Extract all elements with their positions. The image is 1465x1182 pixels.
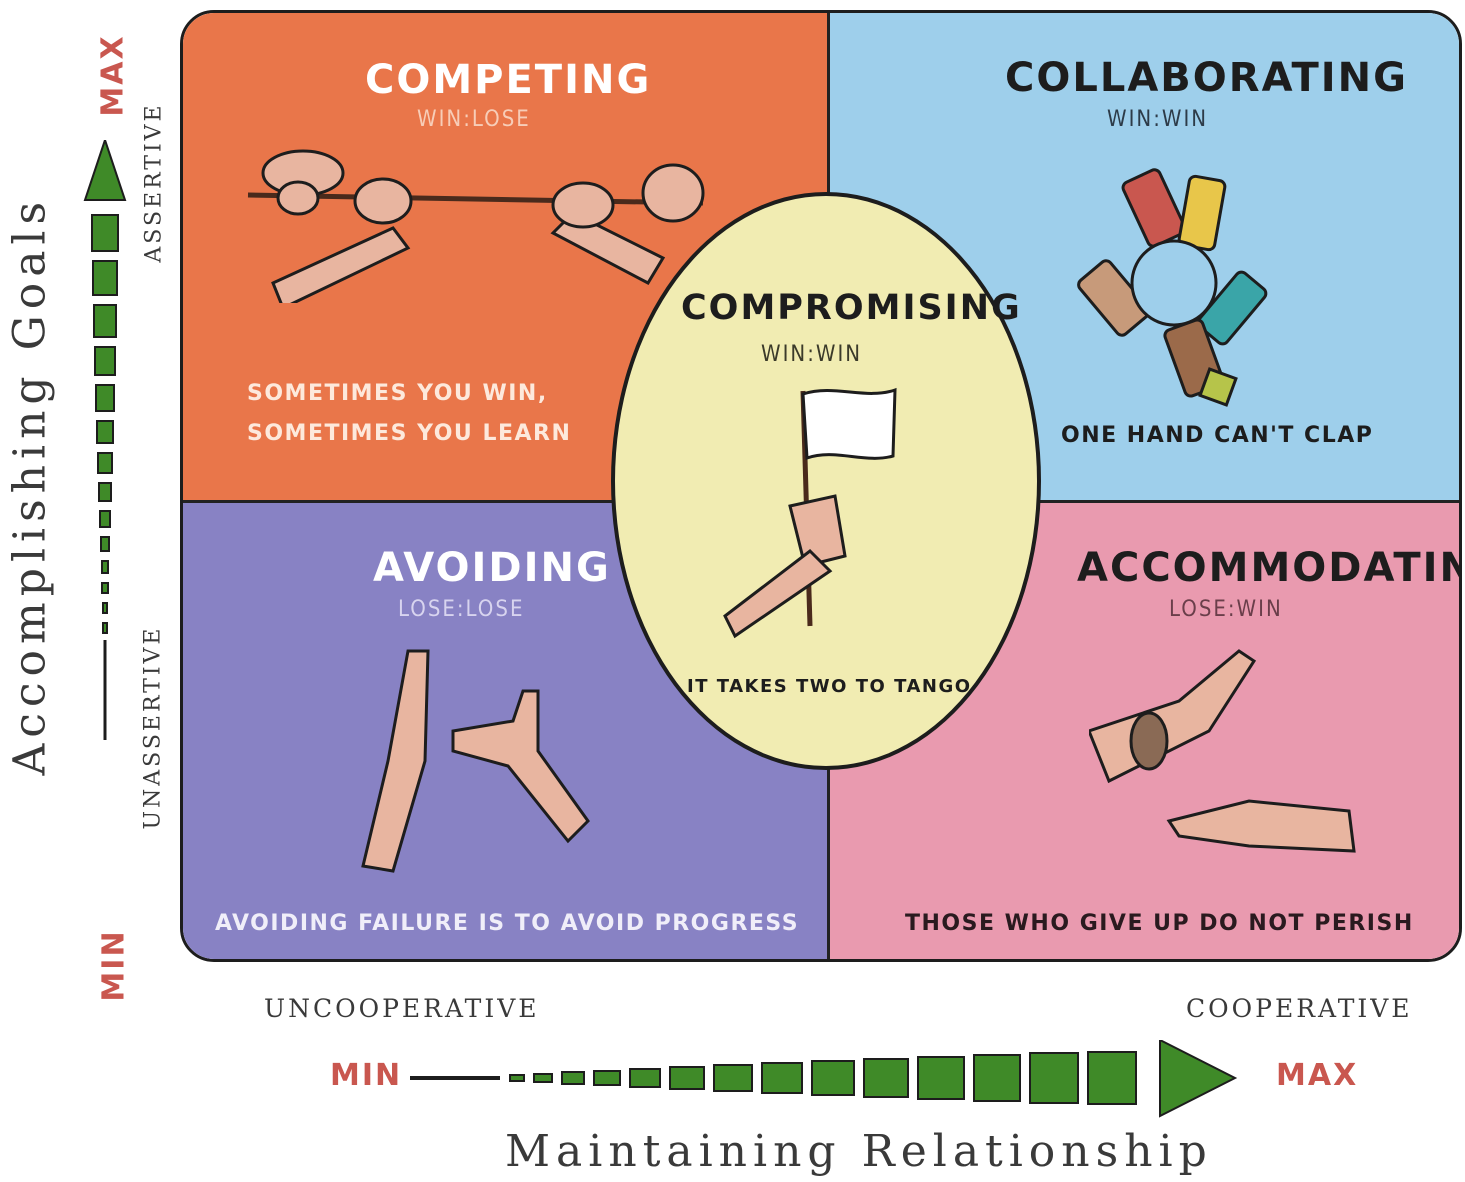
x-axis-high-label: COOPERATIVE <box>1186 994 1413 1023</box>
collaborating-title: COLLABORATING <box>1005 55 1408 101</box>
y-axis-min: MIN <box>96 929 132 1002</box>
circle-of-hands-icon <box>1077 168 1268 407</box>
y-axis-title: Accomplishing Goals <box>4 195 56 776</box>
conflict-styles-matrix: COMPETING WIN:LOSE SOMETIMES YOU WIN, SO… <box>180 10 1462 962</box>
avoiding-title: AVOIDING <box>373 545 611 591</box>
competing-subtitle: WIN:LOSE <box>417 107 531 132</box>
avoiding-motto: AVOIDING FAILURE IS TO AVOID PROGRESS <box>215 911 800 936</box>
competing-title: COMPETING <box>365 57 652 103</box>
accommodating-subtitle: LOSE:WIN <box>1169 597 1283 622</box>
compromising-oval: COMPROMISING WIN:WIN IT TAKES TWO TO TAN… <box>611 192 1041 770</box>
collaborating-subtitle: WIN:WIN <box>1107 107 1209 132</box>
tug-of-war-hands-icon <box>247 149 705 303</box>
accommodating-title: ACCOMMODATING <box>1077 545 1459 591</box>
y-axis-high-label: ASSERTIVE <box>141 102 167 263</box>
x-axis-title: Maintaining Relationship <box>505 1126 1213 1177</box>
avoiding-subtitle: LOSE:LOSE <box>398 597 525 622</box>
compromising-title: COMPROMISING <box>681 288 1022 328</box>
x-axis-min: MIN <box>330 1058 403 1093</box>
y-axis-arrow <box>83 140 127 740</box>
compromising-motto: IT TAKES TWO TO TANGO <box>687 676 972 697</box>
y-axis-max: MAX <box>95 34 131 117</box>
x-axis-arrow <box>410 1040 1238 1118</box>
x-axis-low-label: UNCOOPERATIVE <box>264 994 540 1023</box>
competing-motto-line2: SOMETIMES YOU LEARN <box>247 421 572 446</box>
compromising-subtitle: WIN:WIN <box>761 342 863 367</box>
collaborating-motto: ONE HAND CAN'T CLAP <box>1061 423 1374 448</box>
y-axis-low-label: UNASSERTIVE <box>140 625 166 830</box>
accommodating-motto: THOSE WHO GIVE UP DO NOT PERISH <box>905 911 1414 936</box>
avoiding-hands-icon <box>361 649 590 873</box>
bound-wrist-pointing-hand-icon <box>1089 649 1356 853</box>
competing-motto-line1: SOMETIMES YOU WIN, <box>247 381 548 406</box>
x-axis-max: MAX <box>1276 1058 1359 1093</box>
white-flag-hand-icon <box>723 387 897 639</box>
